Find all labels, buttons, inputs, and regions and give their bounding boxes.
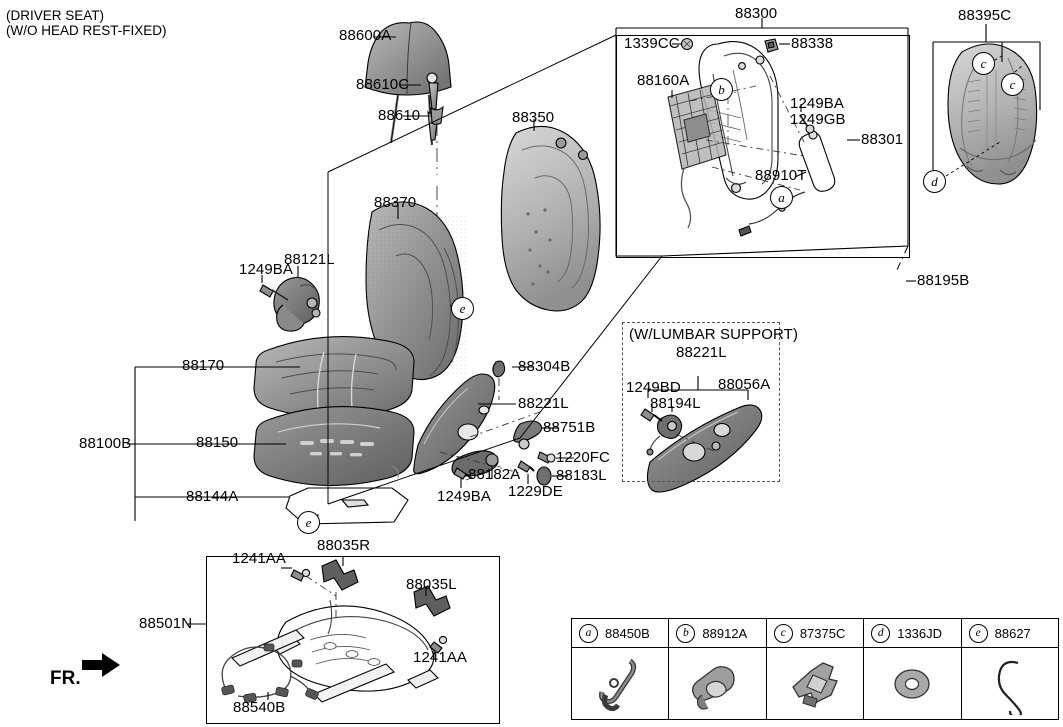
cushion-cover-art [253, 336, 415, 419]
label-back-frame: 88301 [861, 131, 904, 148]
legend-key-c: c [773, 623, 793, 643]
label-bolt-88195b: 88195B [917, 272, 970, 289]
back-cover-art [365, 201, 466, 381]
callout-d: d [923, 170, 946, 193]
legend-code-e: 88627 [994, 625, 1031, 641]
label-headrest-guide: 88610 [378, 107, 421, 124]
callout-e-1: e [451, 297, 474, 320]
callout-a: a [770, 186, 793, 209]
legend-key-e: e [968, 623, 988, 643]
socket-clip-icon [691, 665, 735, 710]
diagram-title-line2: (W/O HEAD REST-FIXED) [6, 23, 167, 38]
label-cushion-pad: 88150 [196, 434, 239, 451]
label-back-pad: 88350 [512, 109, 555, 126]
legend-code-c: 87375C [799, 625, 846, 641]
legend-cell-c: c 87375C [766, 619, 865, 719]
label-knob-88304b: 88304B [518, 358, 571, 375]
label-bolt-1249ba-left: 1249BA [239, 261, 293, 278]
label-bracket-r: 88035R [317, 537, 371, 554]
label-knob-88751b: 88751B [543, 419, 596, 436]
label-screw-1339cc: 1339CC [624, 35, 680, 52]
lumbar-support-box [622, 322, 780, 482]
label-bolt-1241aa-right: 1241AA [413, 649, 467, 666]
legend-body-c [767, 648, 863, 719]
legend-head-b: b 88912A [669, 619, 766, 648]
label-screw-1229de: 1229DE [508, 483, 563, 500]
screw-1229de-art [517, 460, 535, 473]
seat-track-box [206, 556, 500, 724]
label-back-panel: 88395C [958, 7, 1012, 24]
cushion-pad-art [253, 406, 415, 487]
legend-table: a 88450B b 88912A [571, 618, 1059, 720]
label-headrest-guide-c: 88610C [356, 76, 410, 93]
diagram-title-line1: (DRIVER SEAT) [6, 8, 105, 23]
label-lumbar-bolt: 1249BD [626, 379, 681, 396]
label-bolt-1241aa-left: 1241AA [232, 550, 286, 567]
legend-cell-d: d 1336JD [864, 619, 962, 719]
legend-key-d: d [871, 623, 891, 643]
legend-head-a: a 88450B [572, 619, 669, 648]
legend-cell-e: e 88627 [961, 619, 1059, 719]
legend-cell-b: b 88912A [669, 619, 767, 719]
label-side-shield: 88221L [518, 395, 569, 412]
label-wiring-harness: 88540B [233, 699, 286, 716]
legend-body-e [962, 648, 1058, 719]
knob-88304b-art [492, 360, 506, 378]
back-frame-assy-box [616, 35, 910, 258]
label-cushion-cover: 88170 [182, 357, 225, 374]
panel-fastener-icon [792, 661, 838, 708]
label-track-assy: 88501N [139, 615, 193, 632]
bolt-1249ba-left-art [259, 284, 289, 301]
label-lumbar-box-title: (W/LUMBAR SUPPORT) [629, 326, 799, 343]
label-spring-mat: 88160A [637, 72, 690, 89]
callout-e-2: e [297, 511, 320, 534]
legend-key-a: a [579, 623, 598, 643]
legend-body-a [572, 648, 668, 719]
hook-wire-icon [997, 660, 1022, 715]
label-lumbar-switch: 88194L [650, 395, 701, 412]
legend-head-c: c 87375C [766, 619, 864, 648]
label-screw-1220fc: 1220FC [556, 449, 610, 466]
label-handle-88182a: 88182A [468, 466, 521, 483]
side-shield-art [413, 373, 496, 475]
legend-code-d: 1336JD [897, 625, 943, 641]
legend-body-d [864, 648, 960, 719]
label-clip-88338: 88338 [791, 35, 834, 52]
legend-key-b: b [676, 623, 696, 643]
label-lumbar-actuator: 88910T [755, 167, 807, 184]
knob-88751b-art [513, 420, 543, 450]
washer-icon [894, 668, 931, 699]
legend-cell-a: a 88450B [572, 619, 670, 719]
legend-head-d: d 1336JD [864, 619, 961, 648]
label-recliner-cover: 88121L [284, 251, 335, 268]
label-lumbar-knob: 88056A [718, 376, 771, 393]
label-bolt-1249ba-shield: 1249BA [437, 488, 491, 505]
hook-clip-icon [599, 658, 637, 711]
label-cap-88183l: 88183L [556, 467, 607, 484]
label-back-frame-assy: 88300 [735, 5, 778, 22]
front-direction-label: FR. [50, 668, 81, 689]
label-bracket-l: 88035L [406, 576, 457, 593]
legend-code-a: 88450B [605, 625, 650, 641]
label-headrest: 88600A [339, 27, 392, 44]
callout-c-2: c [1001, 73, 1024, 96]
label-lumbar-side-shield: 88221L [676, 344, 727, 361]
back-pad-art [500, 125, 601, 312]
label-cushion-assy: 88100B [79, 435, 132, 452]
legend-code-b: 88912A [702, 625, 748, 641]
label-back-cover: 88370 [374, 194, 417, 211]
callout-c-1: c [972, 52, 995, 75]
legend-head-e: e 88627 [961, 619, 1059, 648]
recliner-cover-art [273, 276, 321, 332]
legend-body-b [669, 648, 765, 719]
callout-b: b [710, 78, 733, 101]
label-bolt-1249gb: 1249GB [790, 111, 846, 128]
label-bolt-1249ba: 1249BA [790, 95, 844, 112]
label-cushion-frame-cover: 88144A [186, 488, 239, 505]
headrest-guide-art [426, 72, 444, 141]
screw-1220fc-art [537, 451, 556, 464]
